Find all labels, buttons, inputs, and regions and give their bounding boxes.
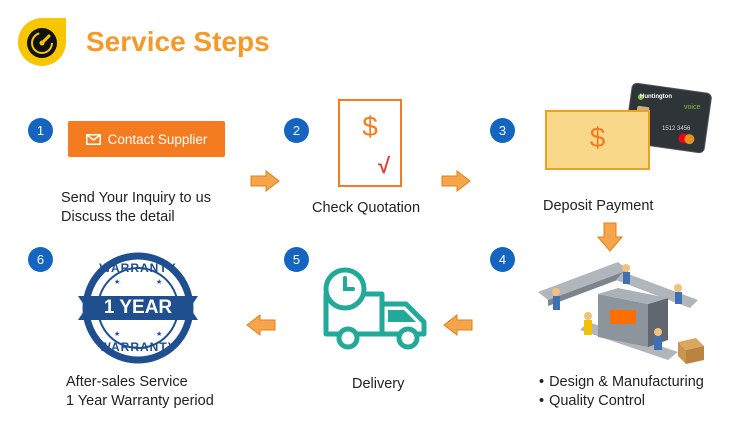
warranty-badge: ★ ★ ★ ★ WARRANTY 1 YEAR WARRANTY	[76, 252, 200, 364]
step-4-caption: Design & Manufacturing Quality Control	[539, 373, 704, 411]
step-6-caption: After-sales Service 1 Year Warranty peri…	[66, 373, 214, 411]
warranty-bottom-text: WARRANTY	[99, 340, 177, 354]
step-4-line-2: Quality Control	[539, 392, 704, 411]
arrow-down-icon	[596, 222, 624, 252]
step-5-caption: Delivery	[352, 376, 405, 392]
arrow-right-icon	[250, 169, 280, 193]
arrow-left-icon	[443, 313, 473, 337]
delivery-truck-icon	[320, 268, 432, 354]
arrow-right-icon	[441, 169, 471, 193]
step-1-line-1: Send Your Inquiry to us	[61, 190, 211, 206]
step-number-5: 5	[284, 247, 309, 272]
check-mark-icon: √	[378, 153, 391, 178]
step-number-4: 4	[490, 247, 515, 272]
factory-illustration	[528, 252, 718, 367]
svg-text:★: ★	[114, 330, 120, 338]
page-title: Service Steps	[86, 26, 270, 57]
step-number-6: 6	[28, 247, 53, 272]
arrow-left-icon	[246, 313, 276, 337]
card-brand-label: Huntington	[640, 94, 672, 100]
step-number-1: 1	[28, 118, 53, 143]
step-2-caption: Check Quotation	[312, 200, 421, 216]
warranty-top-text: WARRANTY	[99, 261, 177, 275]
warranty-middle-text: 1 YEAR	[103, 297, 173, 318]
contact-supplier-label: Contact Supplier	[107, 131, 208, 147]
clock-icon	[322, 266, 368, 312]
step-number-2: 2	[284, 118, 309, 143]
step-1-line-2: Discuss the detail	[61, 209, 175, 225]
step-6-line-2: 1 Year Warranty period	[66, 393, 214, 409]
svg-text:★: ★	[156, 278, 162, 286]
dollar-symbol: $	[362, 111, 378, 142]
svg-text:★: ★	[156, 330, 162, 338]
step-3-caption: Deposit Payment	[543, 198, 654, 214]
logo-icon	[16, 16, 68, 68]
step-1-caption: Send Your Inquiry to us Discuss the deta…	[61, 189, 211, 227]
step-4-line-1: Design & Manufacturing	[539, 373, 704, 392]
quotation-document-icon: $ √	[338, 99, 402, 187]
step-6-line-1: After-sales Service	[66, 374, 188, 390]
card-label: voice	[684, 104, 701, 111]
svg-text:★: ★	[114, 278, 120, 286]
card-digits: 1512 3456	[662, 126, 691, 132]
payment-bill-icon: $	[545, 110, 650, 170]
step-number-3: 3	[490, 118, 515, 143]
envelope-icon	[85, 133, 108, 145]
contact-supplier-button[interactable]: Contact Supplier	[68, 121, 225, 157]
dollar-symbol: $	[589, 122, 606, 153]
